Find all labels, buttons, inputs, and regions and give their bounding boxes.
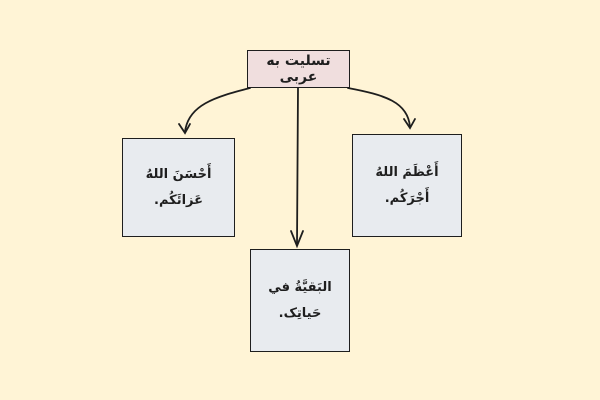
- root-label: تسلیت به عربی: [266, 53, 331, 85]
- arrowhead-left: [178, 123, 191, 135]
- arrowhead-bottom: [290, 230, 304, 249]
- node-left-label: أَحْسَنَ اللهُ عَزائَكُم.: [145, 166, 212, 208]
- node-bottom[interactable]: البَقيَّةُ في حَياتِک.: [250, 249, 350, 352]
- node-right[interactable]: أَعْظَمَ اللهُ أَجْرَكُم.: [352, 134, 462, 237]
- arrow-root-to-right: [347, 87, 411, 128]
- arrow-root-to-bottom: [296, 87, 299, 246]
- arrow-root-to-left: [184, 87, 251, 133]
- node-left[interactable]: أَحْسَنَ اللهُ عَزائَكُم.: [122, 138, 235, 237]
- node-right-label: أَعْظَمَ اللهُ أَجْرَكُم.: [375, 164, 439, 206]
- root-node[interactable]: تسلیت به عربی: [247, 50, 350, 88]
- arrowhead-right: [403, 118, 416, 130]
- node-bottom-label: البَقيَّةُ في حَياتِک.: [268, 279, 332, 321]
